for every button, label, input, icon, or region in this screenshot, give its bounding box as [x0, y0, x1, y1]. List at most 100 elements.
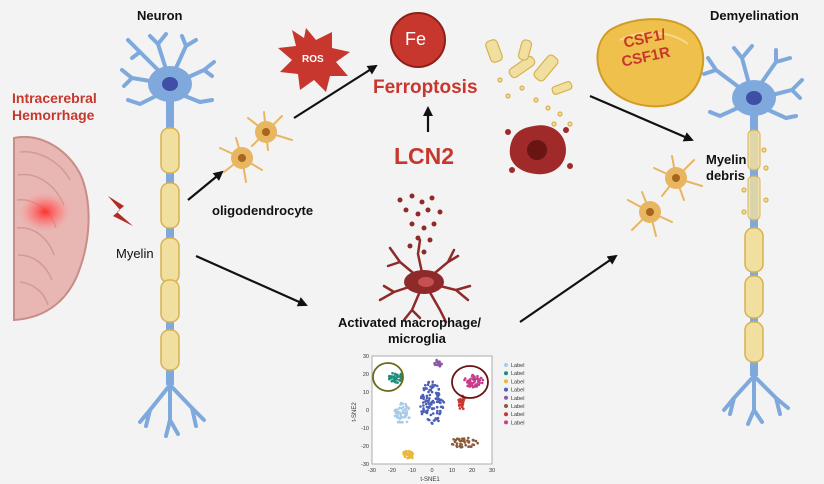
macrophage-label-line2: microglia	[388, 331, 446, 346]
tsne-point	[462, 437, 466, 440]
tsne-point	[437, 419, 440, 423]
tsne-point	[458, 407, 462, 410]
tsne-point	[428, 393, 432, 397]
tsne-xtick-label: -10	[408, 468, 416, 474]
tsne-point	[471, 385, 475, 389]
tsne-point	[409, 452, 412, 456]
tsne-point	[408, 456, 411, 460]
tsne-point	[402, 450, 406, 454]
tsne-legend-label: Label	[511, 371, 524, 377]
arrow-myelin-to-oligo	[187, 170, 224, 201]
tsne-point	[428, 388, 431, 392]
tsne-point	[462, 439, 466, 443]
tsne-point	[398, 406, 402, 410]
tsne-point	[396, 416, 399, 419]
tsne-point	[432, 419, 436, 422]
tsne-point	[442, 401, 446, 404]
tsne-point	[403, 411, 407, 415]
tsne-point	[434, 397, 438, 401]
tsne-point	[460, 405, 464, 409]
dying-cell-icon	[505, 125, 573, 175]
tsne-point	[459, 442, 462, 446]
tsne-point	[399, 379, 402, 383]
tsne-point	[451, 443, 455, 446]
tsne-point	[467, 440, 470, 443]
tsne-point	[424, 402, 428, 406]
tsne-point	[481, 378, 485, 382]
tsne-point	[398, 375, 402, 378]
tsne-point	[431, 380, 435, 384]
tsne-point	[458, 437, 461, 441]
tsne-point	[435, 384, 439, 388]
tsne-point	[407, 454, 410, 457]
arrow-myelin-to-macrophage	[195, 254, 308, 307]
tsne-point	[396, 420, 400, 424]
tsne-point	[422, 404, 425, 407]
tsne-point	[457, 404, 461, 407]
tsne-point	[455, 442, 459, 445]
ich-label-line1: Intracerebral	[12, 90, 97, 106]
tsne-point	[439, 411, 442, 415]
ferroptosis-label: Ferroptosis	[373, 77, 478, 98]
brain-hemisphere-icon	[13, 135, 90, 322]
tsne-point	[435, 411, 439, 415]
tsne-point	[395, 410, 399, 413]
tsne-legend-marker	[504, 395, 508, 400]
tsne-legend-marker	[504, 387, 508, 392]
tsne-ytick-label: 10	[363, 390, 369, 396]
tsne-ylabel: t-SNE2	[352, 402, 358, 422]
tsne-point	[419, 405, 422, 408]
tsne-points	[387, 358, 485, 460]
tsne-point	[477, 379, 480, 383]
tsne-point	[455, 437, 459, 441]
tsne-point	[466, 381, 469, 384]
tsne-legend-marker	[504, 420, 508, 425]
tsne-point	[420, 410, 423, 413]
tsne-legend-label: Label	[511, 396, 524, 402]
macrophage-label-line1: Activated macrophage/	[338, 315, 482, 330]
tsne-point	[421, 401, 425, 404]
tsne-point	[401, 405, 405, 409]
tsne-point	[430, 390, 434, 394]
tsne-point	[387, 375, 391, 378]
myelin-label: Myelin	[116, 246, 154, 261]
tsne-legend-label: Label	[511, 420, 524, 426]
tsne-point	[391, 371, 394, 375]
tsne-point	[393, 409, 397, 413]
oligodendrocyte-cells-icon	[219, 111, 293, 183]
tsne-point	[388, 377, 391, 381]
tsne-point	[470, 445, 473, 449]
tsne-point	[435, 360, 439, 363]
neuron-label: Neuron	[137, 8, 183, 23]
tsne-point	[405, 451, 408, 455]
tsne-legend-label: Label	[511, 412, 524, 418]
tsne-legend-label: Label	[511, 388, 524, 394]
tsne-point	[438, 365, 442, 368]
tsne-point	[424, 399, 428, 402]
fe-label: Fe	[405, 29, 427, 49]
tsne-xtick-label: -30	[368, 468, 376, 474]
tsne-point	[455, 445, 459, 449]
lightning-bolt-icon	[108, 196, 133, 226]
tsne-point	[428, 397, 431, 400]
tsne-point	[411, 456, 414, 460]
tsne-point	[393, 414, 397, 418]
pathway-arrows	[187, 64, 694, 323]
tsne-point	[430, 403, 433, 406]
tsne-point	[422, 388, 426, 392]
tsne-point	[419, 396, 423, 400]
neuron-left-icon	[120, 32, 216, 438]
tsne-xtick-label: 20	[469, 468, 475, 474]
tsne-point	[433, 363, 437, 367]
tsne-point	[459, 400, 463, 403]
tsne-point	[426, 383, 430, 387]
tsne-point	[425, 411, 429, 415]
neuron-right-icon	[702, 44, 804, 426]
tsne-point	[473, 384, 477, 387]
tsne-xtick-label: 10	[449, 468, 455, 474]
oligodendrocyte-label: oligodendrocyte	[212, 203, 314, 218]
tsne-point	[401, 411, 405, 415]
